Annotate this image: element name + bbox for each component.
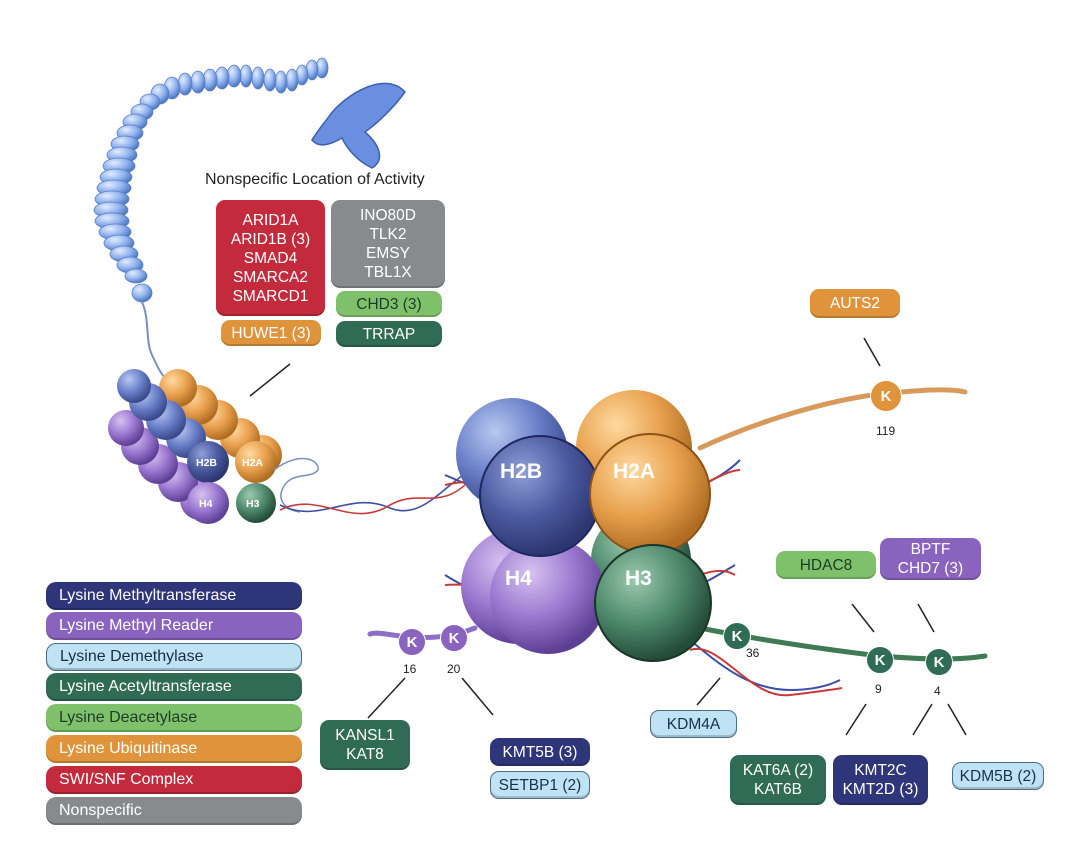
site-119: 119 xyxy=(876,424,896,438)
kat6-tag: KAT6A (2) KAT6B xyxy=(730,755,826,805)
swisnf-genes: ARID1A ARID1B (3) SMAD4 SMARCA2 SMARCD1 xyxy=(230,211,311,305)
hdac8-tag: HDAC8 xyxy=(776,551,876,579)
kdm5b-label: KDM5B (2) xyxy=(959,767,1037,785)
kdm4a-tag: KDM4A xyxy=(650,710,737,738)
legend-label: Lysine Ubiquitinase xyxy=(59,740,198,757)
site-20: 20 xyxy=(447,662,461,676)
chromatin-thread xyxy=(141,301,166,379)
chd3-box: CHD3 (3) xyxy=(336,291,442,317)
nonspecific-location-title: Nonspecific Location of Activity xyxy=(205,171,425,188)
auts2-tag: AUTS2 xyxy=(810,289,900,318)
nonspecific-genes: INO80D TLK2 EMSY TBL1X xyxy=(360,207,416,281)
legend-item-nonspecific: Nonspecific xyxy=(46,797,302,825)
connector-lines xyxy=(249,337,967,736)
site-16: 16 xyxy=(403,662,417,676)
kat6-label: KAT6A (2) KAT6B xyxy=(742,762,814,798)
legend-label: Nonspecific xyxy=(59,802,142,819)
h2a-tail xyxy=(697,387,968,451)
legend-item-ubiquitinase: Lysine Ubiquitinase xyxy=(46,735,302,763)
bptf-chd7-tag: BPTF CHD7 (3) xyxy=(880,538,981,580)
site-9: 9 xyxy=(875,682,882,696)
site-4: 4 xyxy=(934,684,941,698)
trrap-box: TRRAP xyxy=(336,321,442,347)
trrap-label: TRRAP xyxy=(362,325,416,343)
legend-item-demethylase: Lysine Demethylase xyxy=(46,643,302,671)
histone-h2a-label: H2A xyxy=(613,460,656,483)
dna-linker xyxy=(279,469,471,515)
legend-item-acetyltransferase: Lysine Acetyltransferase xyxy=(46,673,302,701)
coiled-chromatin-fiber xyxy=(93,57,329,303)
legend-item-methyl-reader: Lysine Methyl Reader xyxy=(46,612,302,640)
small-h2b-label: H2B xyxy=(196,457,218,469)
auts2-label: AUTS2 xyxy=(830,295,880,312)
lysine-h4-k20: K xyxy=(440,624,468,652)
kmt5b-label: KMT5B (3) xyxy=(502,743,578,761)
small-h3-label: H3 xyxy=(246,498,260,510)
nonspecific-genes-box: INO80D TLK2 EMSY TBL1X xyxy=(331,200,445,288)
kdm5b-tag: KDM5B (2) xyxy=(952,762,1044,790)
histone-h4-label: H4 xyxy=(505,567,532,590)
lysine-h4-k16: K xyxy=(398,628,426,656)
kdm4a-label: KDM4A xyxy=(666,715,721,733)
setbp1-label: SETBP1 (2) xyxy=(498,776,582,794)
kansl1-kat8-tag: KANSL1 KAT8 xyxy=(320,720,410,770)
legend-item-methyltransferase: Lysine Methyltransferase xyxy=(46,582,302,610)
lysine-h2a-k119: K xyxy=(870,380,902,412)
histone-h2b-label: H2B xyxy=(500,460,543,483)
nucleosome-array xyxy=(108,369,319,524)
huwe1-label: HUWE1 (3) xyxy=(231,324,311,342)
chromosome-icon xyxy=(311,82,406,169)
legend-label: Lysine Demethylase xyxy=(60,648,204,665)
bptf-chd7-label: BPTF CHD7 (3) xyxy=(897,541,964,577)
legend-label: Lysine Methyltransferase xyxy=(59,587,237,604)
chd3-label: CHD3 (3) xyxy=(356,295,422,313)
site-36: 36 xyxy=(746,646,760,660)
kansl1-kat8-label: KANSL1 KAT8 xyxy=(335,727,395,763)
setbp1-tag: SETBP1 (2) xyxy=(490,771,590,799)
small-h4-label: H4 xyxy=(199,498,213,510)
legend-item-swisnf: SWI/SNF Complex xyxy=(46,766,302,794)
legend-label: Lysine Acetyltransferase xyxy=(59,678,232,695)
main-nucleosome xyxy=(456,390,712,662)
huwe1-box: HUWE1 (3) xyxy=(221,320,321,346)
kmt5b-tag: KMT5B (3) xyxy=(490,738,590,766)
lysine-h3-k4: K xyxy=(925,648,953,676)
histone-h3-label: H3 xyxy=(625,567,652,590)
small-h2a-label: H2A xyxy=(242,457,264,469)
legend-label: SWI/SNF Complex xyxy=(59,771,194,788)
kmt2-label: KMT2C KMT2D (3) xyxy=(842,762,919,798)
legend-label: Lysine Deacetylase xyxy=(59,709,198,726)
swisnf-complex-box: ARID1A ARID1B (3) SMAD4 SMARCA2 SMARCD1 xyxy=(216,200,325,316)
lysine-h3-k9: K xyxy=(866,646,894,674)
lysine-h3-k36: K xyxy=(723,622,751,650)
legend-item-deacetylase: Lysine Deacetylase xyxy=(46,704,302,732)
hdac8-label: HDAC8 xyxy=(799,556,853,574)
kmt2-tag: KMT2C KMT2D (3) xyxy=(833,755,928,805)
legend-label: Lysine Methyl Reader xyxy=(59,617,214,634)
